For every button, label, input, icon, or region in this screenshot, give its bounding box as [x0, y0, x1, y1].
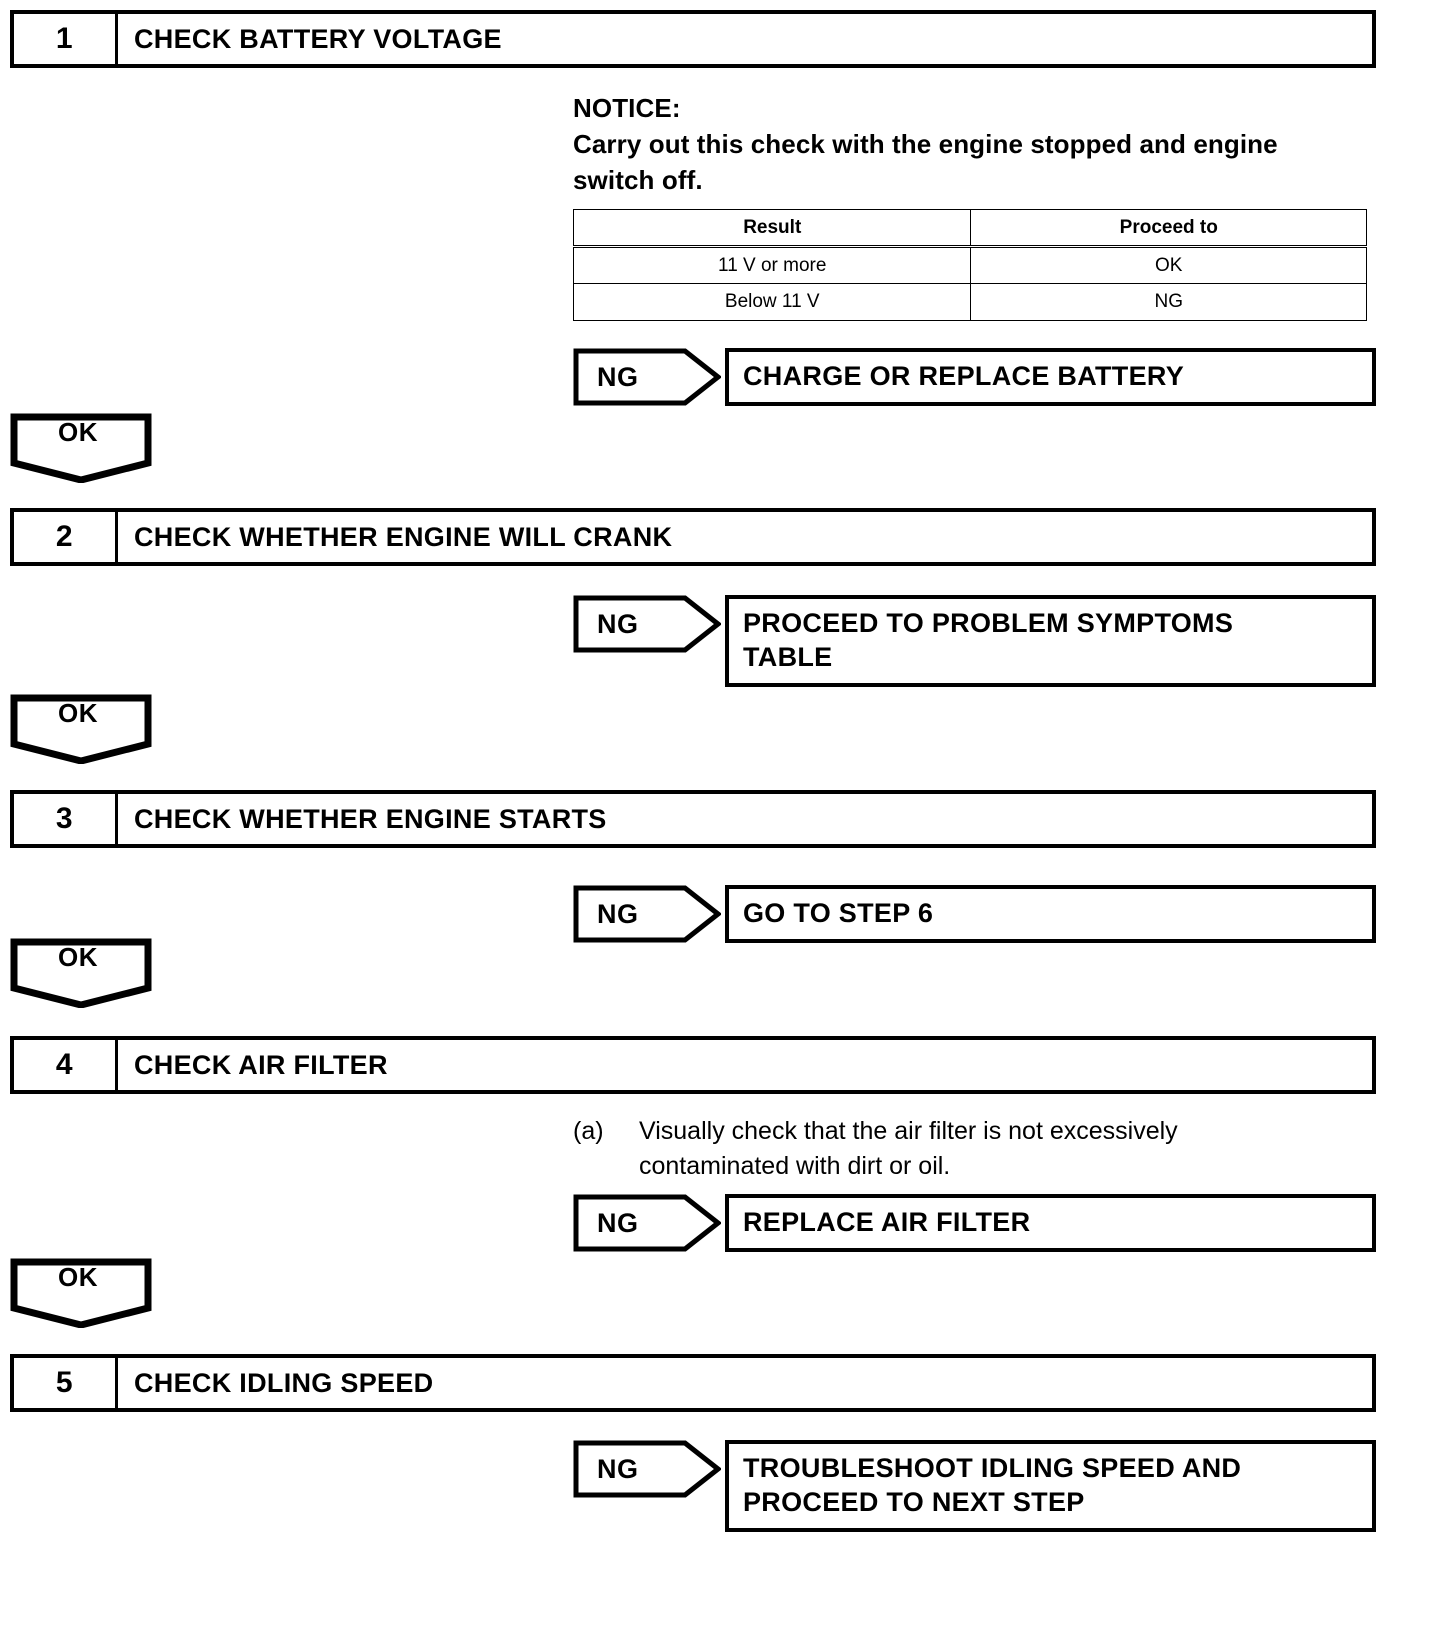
ok-label-1: OK: [58, 417, 98, 447]
procedure-line-1: Visually check that the air filter is no…: [639, 1117, 1178, 1145]
ng-chevron-icon-2: NG: [573, 595, 721, 653]
ok-arrow-1: OK: [10, 413, 152, 483]
ng-result-line-2: TABLE: [743, 642, 833, 672]
table-cell-proceed: OK: [970, 246, 1367, 284]
ng-branch-4: NG REPLACE AIR FILTER: [573, 1194, 1376, 1252]
ng-label-5: NG: [597, 1453, 639, 1484]
notice-line-1: Carry out this check with the engine sto…: [573, 129, 1278, 159]
ng-result-box-2: PROCEED TO PROBLEM SYMPTOMS TABLE: [725, 595, 1376, 687]
table-row: 11 V or more OK: [572, 246, 1367, 284]
ng-label-1: NG: [597, 361, 639, 392]
ok-label-4: OK: [58, 1262, 98, 1292]
ng-chevron-icon-1: NG: [573, 348, 721, 406]
ng-chevron-icon-5: NG: [573, 1440, 721, 1498]
ng-result-box-5: TROUBLESHOOT IDLING SPEED AND PROCEED TO…: [725, 1440, 1376, 1532]
table-cell-result: 11 V or more: [572, 246, 972, 284]
step-number-4: 4: [14, 1040, 118, 1090]
procedure-text: Visually check that the air filter is no…: [639, 1114, 1333, 1184]
ng-result-line-2: PROCEED TO NEXT STEP: [743, 1487, 1085, 1517]
ng-result-line-1: PROCEED TO PROBLEM SYMPTOMS: [743, 608, 1234, 638]
step-title-3: CHECK WHETHER ENGINE STARTS: [134, 803, 607, 834]
result-table: Result Proceed to 11 V or more OK Below …: [572, 209, 1367, 321]
ng-branch-5: NG TROUBLESHOOT IDLING SPEED AND PROCEED…: [573, 1440, 1376, 1532]
ng-branch-3: NG GO TO STEP 6: [573, 885, 1376, 943]
step-box-4: 4 CHECK AIR FILTER: [10, 1036, 1376, 1094]
step-title-5: CHECK IDLING SPEED: [134, 1367, 434, 1398]
step-title-2: CHECK WHETHER ENGINE WILL CRANK: [134, 521, 673, 552]
ok-label-3: OK: [58, 942, 98, 972]
table-header-result: Result: [572, 209, 972, 248]
step-box-1: 1 CHECK BATTERY VOLTAGE: [10, 10, 1376, 68]
ok-arrow-2: OK: [10, 694, 152, 764]
step-box-2: 2 CHECK WHETHER ENGINE WILL CRANK: [10, 508, 1376, 566]
table-cell-result: Below 11 V: [572, 283, 972, 321]
procedure-item-a: (a) Visually check that the air filter i…: [573, 1114, 1333, 1184]
table-header-row: Result Proceed to: [572, 209, 1367, 248]
ng-label-2: NG: [597, 608, 639, 639]
ng-result-box-4: REPLACE AIR FILTER: [725, 1194, 1376, 1252]
step-box-5: 5 CHECK IDLING SPEED: [10, 1354, 1376, 1412]
table-row: Below 11 V NG: [572, 283, 1367, 321]
ok-arrow-4: OK: [10, 1258, 152, 1328]
notice-heading: NOTICE:: [573, 93, 681, 123]
ok-arrow-3: OK: [10, 938, 152, 1008]
step-number-1: 1: [14, 14, 118, 64]
step-box-3: 3 CHECK WHETHER ENGINE STARTS: [10, 790, 1376, 848]
step-number-3: 3: [14, 794, 118, 844]
procedure-marker: (a): [573, 1117, 604, 1145]
ng-result-box-3: GO TO STEP 6: [725, 885, 1376, 943]
ok-label-2: OK: [58, 698, 98, 728]
ng-chevron-icon-3: NG: [573, 885, 721, 943]
ng-branch-2: NG PROCEED TO PROBLEM SYMPTOMS TABLE: [573, 595, 1376, 687]
ng-result-box-1: CHARGE OR REPLACE BATTERY: [725, 348, 1376, 406]
step-title-1: CHECK BATTERY VOLTAGE: [134, 23, 502, 54]
step-number-2: 2: [14, 512, 118, 562]
step-title-4: CHECK AIR FILTER: [134, 1049, 388, 1080]
table-cell-proceed: NG: [970, 283, 1367, 321]
step-number-5: 5: [14, 1358, 118, 1408]
ng-label-4: NG: [597, 1207, 639, 1238]
notice-block: NOTICE: Carry out this check with the en…: [573, 90, 1373, 198]
table-header-proceed-to: Proceed to: [970, 209, 1367, 248]
notice-line-2: switch off.: [573, 165, 703, 195]
ng-chevron-icon-4: NG: [573, 1194, 721, 1252]
ng-label-3: NG: [597, 898, 639, 929]
procedure-line-2: contaminated with dirt or oil.: [639, 1152, 951, 1180]
ng-branch-1: NG CHARGE OR REPLACE BATTERY: [573, 348, 1376, 406]
ng-result-line-1: TROUBLESHOOT IDLING SPEED AND: [743, 1453, 1242, 1483]
